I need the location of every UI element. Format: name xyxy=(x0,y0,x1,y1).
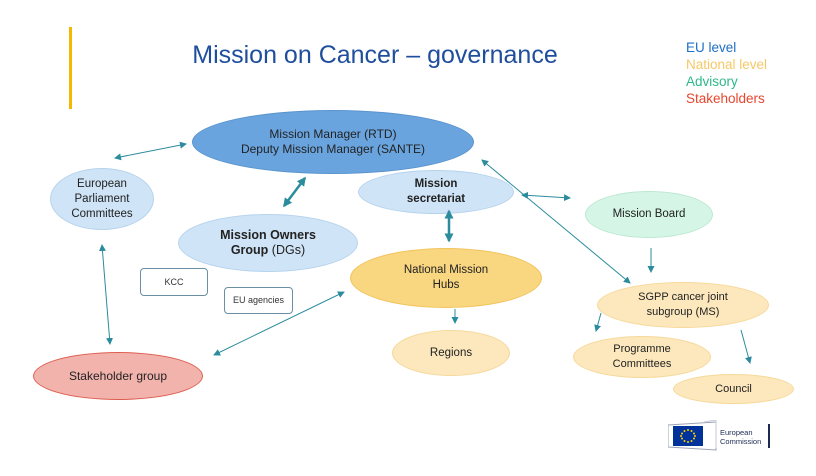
mission-owners-group-label-bold: Mission Owners Group xyxy=(220,228,316,257)
regions-label: Regions xyxy=(429,346,473,359)
mission-owners-group-label-normal: (DGs) xyxy=(268,243,306,257)
european-parliament-committees-label: European Parliament Committees xyxy=(71,177,133,220)
mission-owners-group-node: Mission Owners Group (DGs) xyxy=(178,214,358,272)
connector-stakeholder-nmh xyxy=(213,291,345,356)
legend-national-level: National level xyxy=(686,57,768,72)
sgpp-subgroup-node: SGPP cancer joint subgroup (MS) xyxy=(597,282,769,328)
regions-node: Regions xyxy=(392,330,510,376)
european-commission-logo: European Commission xyxy=(668,420,778,452)
european-commission-text: European Commission xyxy=(720,428,762,446)
accent-bar xyxy=(69,27,72,109)
programme-committees-node: Programme Committees xyxy=(573,336,711,378)
connector-sgpp-programme xyxy=(594,312,602,332)
national-mission-hubs-node: National Mission Hubs xyxy=(350,248,542,308)
connector-secretariat-board xyxy=(521,191,571,202)
sgpp-subgroup-label: SGPP cancer joint subgroup (MS) xyxy=(638,291,728,318)
kcc-label: KCC xyxy=(164,276,184,287)
council-node: Council xyxy=(673,374,794,404)
council-label: Council xyxy=(715,382,752,395)
connector-manager-mog xyxy=(283,176,306,208)
mission-manager-label: Mission Manager (RTD) Deputy Mission Man… xyxy=(240,127,426,156)
legend-eu-level: EU level xyxy=(686,40,737,55)
eu-flag-stars xyxy=(680,429,696,443)
eu-flag-icon xyxy=(673,426,703,446)
logo-divider xyxy=(768,424,770,448)
legend-advisory: Advisory xyxy=(686,74,738,89)
mission-manager-node: Mission Manager (RTD) Deputy Mission Man… xyxy=(192,110,474,174)
mission-owners-group-label: Mission Owners Group (DGs) xyxy=(220,228,316,258)
stakeholder-group-node: Stakeholder group xyxy=(33,352,203,400)
page-title: Mission on Cancer – governance xyxy=(192,41,558,69)
connector-sgpp-council xyxy=(740,329,752,364)
connector-epc-stakeholder xyxy=(98,244,114,345)
connector-epc-manager xyxy=(114,141,187,161)
european-parliament-committees-node: European Parliament Committees xyxy=(50,168,154,230)
stakeholder-group-label: Stakeholder group xyxy=(68,368,168,383)
connector-manager-sgpp xyxy=(481,159,631,284)
programme-committees-label: Programme Committees xyxy=(612,343,672,370)
kcc-box: KCC xyxy=(140,268,208,296)
legend-stakeholders: Stakeholders xyxy=(686,91,765,106)
mission-secretariat-label: Mission secretariat xyxy=(406,178,466,205)
national-mission-hubs-label: National Mission Hubs xyxy=(403,264,489,291)
